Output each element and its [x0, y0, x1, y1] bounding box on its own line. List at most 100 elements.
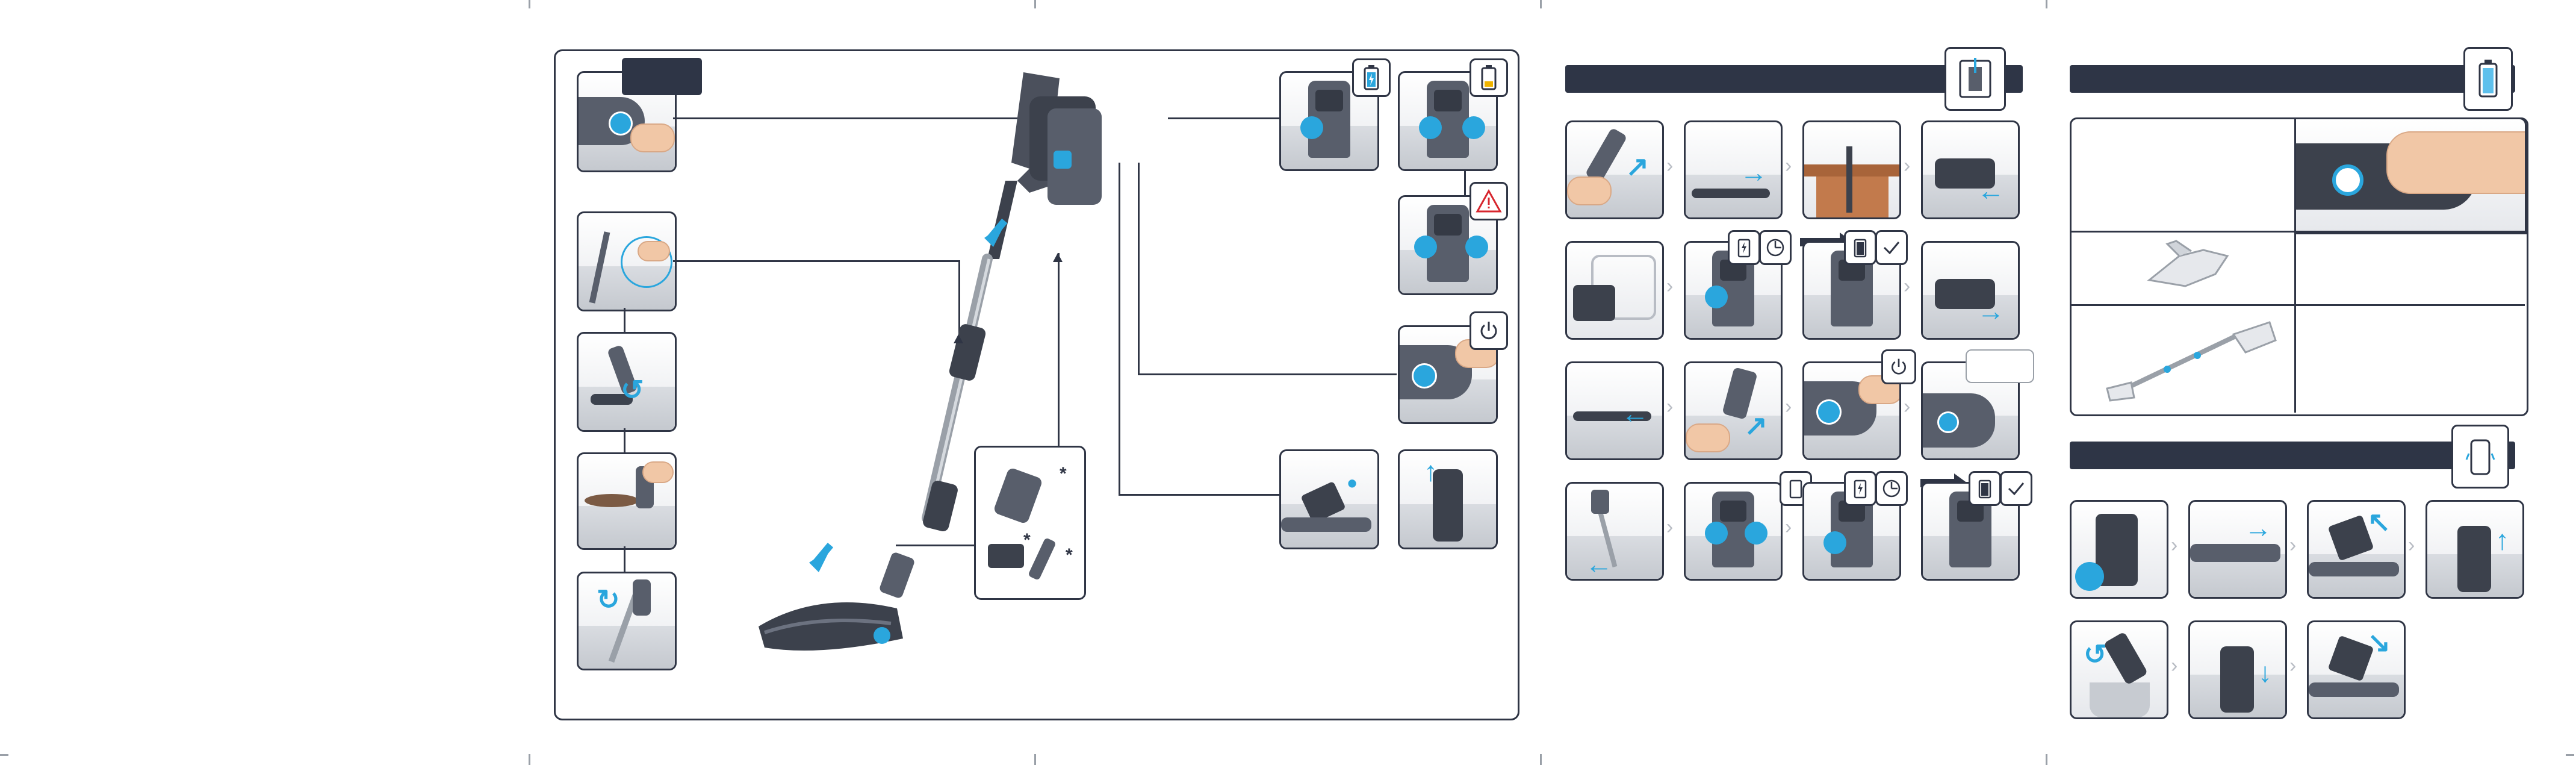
- step-chevron-icon: ›: [2171, 654, 2178, 677]
- model-label-plate: [622, 58, 702, 95]
- table-divider: [2294, 231, 2296, 413]
- step-tile-fold-handle: ↺: [577, 332, 677, 432]
- battery-icon: [1844, 230, 1876, 265]
- crop-mark: [529, 754, 530, 765]
- setup-tile-9: ←: [1565, 361, 1664, 460]
- setup-tile-12: [1921, 361, 2020, 460]
- connector-line: [1138, 163, 1140, 375]
- crop-mark: [0, 754, 8, 756]
- step-chevron-icon: ›: [1785, 516, 1792, 539]
- crop-mark: [2566, 754, 2574, 756]
- arrow-markers: [954, 253, 1063, 343]
- accessory-asterisk: *: [1060, 464, 1067, 484]
- blue-direction-arrows: [809, 218, 1008, 572]
- crop-mark: [2046, 754, 2047, 765]
- connector-line: [1168, 117, 1279, 119]
- remove-battery-tile: •: [1279, 449, 1379, 549]
- container-tile-2: →: [2188, 500, 2287, 599]
- charging-base-icon: [1944, 47, 2006, 111]
- battery-section-header-bar: [2070, 65, 2515, 93]
- charging-tile: [1279, 71, 1379, 171]
- connector-line: [624, 308, 625, 332]
- battery-charging-icon: [1728, 230, 1760, 265]
- container-tile-4: ↑: [2425, 500, 2524, 599]
- table-divider: [2070, 231, 2525, 233]
- power-icon: [1470, 311, 1508, 350]
- step-chevron-icon: ›: [1904, 395, 1911, 418]
- setup-tile-13: ←: [1565, 482, 1664, 581]
- accessory-asterisk: *: [1023, 530, 1031, 550]
- setup-tile-8: →: [1921, 241, 2020, 340]
- crop-mark: [529, 0, 530, 8]
- step-chevron-icon: ›: [1785, 395, 1792, 418]
- setup-tile-10: ↗: [1684, 361, 1783, 460]
- accessory-asterisk: *: [1066, 545, 1073, 565]
- connector-line: [1119, 494, 1280, 496]
- battery-charging-icon: [1844, 471, 1876, 506]
- step-tile-attach-nozzle: [577, 211, 677, 311]
- step-chevron-icon: ›: [2289, 654, 2297, 677]
- connector-line: [896, 545, 974, 546]
- battery-release-closeup: [2294, 117, 2527, 234]
- battery-charging-icon: [1352, 58, 1391, 97]
- blank-label-box: [1966, 349, 2034, 383]
- step-chevron-icon: ›: [1904, 275, 1911, 298]
- setup-tile-3: [1802, 120, 1901, 219]
- step-chevron-icon: ›: [1666, 395, 1674, 418]
- power-icon: [1881, 349, 1916, 384]
- battery-low-icon: [1470, 58, 1508, 97]
- empty-container-tile: ↑: [1398, 449, 1498, 549]
- connector-line: [1119, 163, 1120, 494]
- step-chevron-icon: ›: [1904, 154, 1911, 177]
- crop-mark: [2046, 0, 2047, 8]
- container-section-header-bar: [2070, 442, 2515, 469]
- step-chevron-icon: ›: [1666, 516, 1674, 539]
- crop-mark: [1540, 754, 1542, 765]
- connector-line: [673, 117, 1027, 119]
- container-tile-7: ↘: [2307, 620, 2406, 719]
- container-tile-6: ↓: [2188, 620, 2287, 719]
- step-chevron-icon: ›: [2171, 534, 2178, 557]
- warning-triangle-icon: [1470, 182, 1508, 220]
- battery-icon: [2463, 47, 2513, 111]
- stick-vacuum-illustration: [2106, 321, 2277, 402]
- connector-line: [624, 428, 625, 452]
- clock-icon: [1875, 471, 1908, 506]
- dust-container-icon: [2451, 425, 2509, 489]
- checkmark-icon: [1875, 230, 1908, 265]
- handheld-vacuum-illustration: [2147, 240, 2229, 287]
- connector-line: [958, 260, 960, 339]
- step-chevron-icon: ›: [1666, 275, 1674, 298]
- step-chevron-icon: ›: [2289, 534, 2297, 557]
- container-tile-1: [2070, 500, 2168, 599]
- step-chevron-icon: ›: [1666, 154, 1674, 177]
- setup-tile-5: [1565, 241, 1664, 340]
- connector-line: [1058, 253, 1060, 446]
- setup-tile-7: [1802, 241, 1901, 340]
- clock-icon: [1759, 230, 1792, 265]
- crop-mark: [1034, 0, 1036, 8]
- setup-tile-11: [1802, 361, 1901, 460]
- table-divider: [2070, 304, 2525, 306]
- container-tile-5: ↺: [2070, 620, 2168, 719]
- vacuum-illustration: [759, 72, 1102, 651]
- step-tile-rotate-tube: ↻: [577, 572, 677, 670]
- step-tile-table-cleaning: [577, 452, 677, 550]
- vacuum-motor-unit: [987, 72, 1102, 259]
- crop-mark: [1034, 754, 1036, 765]
- battery-icon: [1969, 471, 2001, 506]
- checkmark-icon: [2000, 471, 2032, 506]
- crop-mark: [1540, 0, 1542, 8]
- setup-tile-14: [1684, 482, 1783, 581]
- step-chevron-icon: ›: [2408, 534, 2415, 557]
- setup-tile-2: →: [1684, 120, 1783, 219]
- step-chevron-icon: ›: [1785, 154, 1792, 177]
- connector-line: [1138, 373, 1397, 375]
- container-tile-3: ↖: [2307, 500, 2406, 599]
- floor-nozzle: [759, 552, 914, 651]
- connector-line: [624, 546, 625, 572]
- setup-tile-4: ←: [1921, 120, 2020, 219]
- accessories-tile: [974, 446, 1086, 600]
- connector-line: [1464, 164, 1466, 195]
- setup-tile-1: ↗: [1565, 120, 1664, 219]
